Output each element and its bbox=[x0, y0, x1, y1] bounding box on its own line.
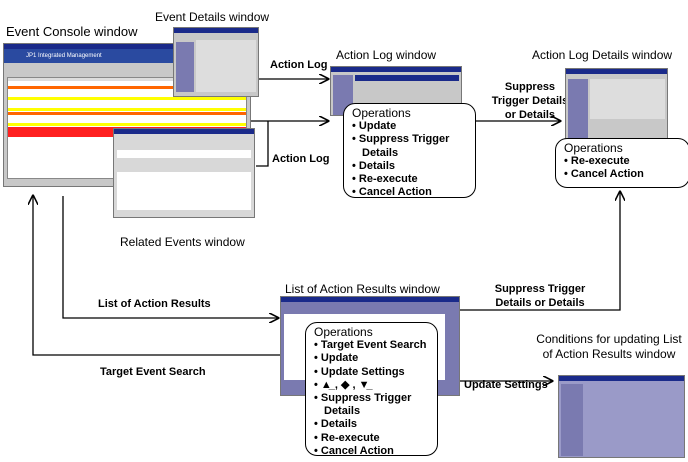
op-target-event-search: Target Event Search bbox=[314, 339, 429, 352]
list-operations: Operations Target Event Search Update Up… bbox=[305, 322, 438, 458]
op-cancel-action: Cancel Action bbox=[314, 445, 429, 458]
op-update: Update bbox=[352, 120, 467, 133]
op-suppress-trigger-details: Details bbox=[362, 146, 399, 159]
op-suppress-trigger: Suppress Trigger bbox=[352, 133, 467, 146]
list-results-arrow-label: List of Action Results bbox=[98, 298, 211, 310]
op-sort-arrows-icon: ▲̲ , ◆ , ▼̲ bbox=[314, 379, 429, 392]
op-re-execute: Re-execute bbox=[352, 173, 467, 186]
action-log-details-operations: Operations Re-execute Cancel Action bbox=[555, 138, 688, 188]
op-re-execute: Re-execute bbox=[314, 432, 429, 445]
op-suppress-trigger: Suppress Trigger bbox=[314, 392, 429, 405]
op-suppress-trigger-details: Details bbox=[324, 405, 361, 418]
action-log-arrow-label-2: Action Log bbox=[272, 153, 330, 165]
event-details-label: Event Details window bbox=[155, 10, 270, 24]
action-log-arrow-label-1: Action Log bbox=[270, 59, 328, 71]
related-events-screenshot bbox=[113, 128, 255, 218]
op-update-settings: Update Settings bbox=[314, 366, 429, 379]
suppress-details-label-2: Suppress Trigger Details or Details bbox=[494, 283, 586, 309]
event-console-label: Event Console window bbox=[6, 24, 138, 39]
action-log-label: Action Log window bbox=[336, 48, 437, 62]
op-re-execute: Re-execute bbox=[564, 155, 681, 168]
arrow-related-to-actionlog bbox=[256, 121, 269, 167]
op-update: Update bbox=[314, 352, 429, 365]
operations-heading: Operations bbox=[564, 141, 623, 155]
update-settings-arrow-label: Update Settings bbox=[464, 379, 548, 391]
op-details: Details bbox=[352, 160, 467, 173]
event-details-screenshot bbox=[173, 27, 259, 97]
conditions-label: Conditions for updating List of Action R… bbox=[536, 332, 682, 361]
op-details: Details bbox=[314, 418, 429, 431]
action-log-operations: Operations Update Suppress Trigger Detai… bbox=[343, 103, 476, 198]
action-log-details-label: Action Log Details window bbox=[532, 48, 673, 62]
related-events-label: Related Events window bbox=[120, 235, 245, 249]
operations-heading: Operations bbox=[314, 325, 373, 339]
op-cancel-action: Cancel Action bbox=[352, 186, 467, 199]
suppress-details-label-1: Suppress Trigger Details or Details bbox=[491, 81, 569, 121]
arrow-list-to-logdetails bbox=[460, 192, 620, 311]
list-action-results-label: List of Action Results window bbox=[285, 282, 440, 296]
conditions-screenshot bbox=[558, 375, 685, 458]
target-search-arrow-label: Target Event Search bbox=[100, 366, 206, 378]
op-cancel-action: Cancel Action bbox=[564, 168, 681, 181]
operations-heading: Operations bbox=[352, 106, 411, 120]
arrow-list-results bbox=[62, 196, 278, 318]
